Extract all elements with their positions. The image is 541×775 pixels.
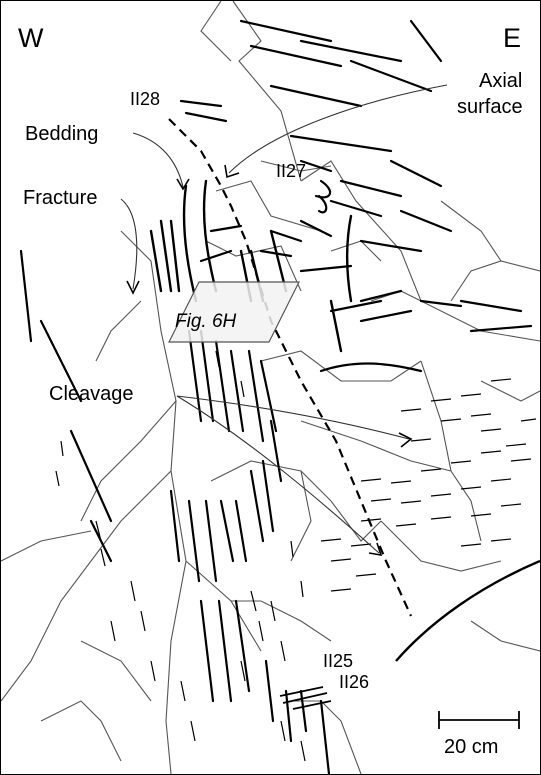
station-label-ii28: II28 — [130, 90, 160, 108]
axial-surface-arrowhead — [225, 165, 239, 177]
station-label-ii26: II26 — [339, 673, 369, 691]
scale-bar-label: 20 cm — [444, 737, 498, 757]
bedding-label: Bedding — [25, 124, 98, 144]
bedding-leader — [133, 133, 183, 187]
axial-surface-leader — [229, 85, 447, 173]
bedding-arrowhead — [177, 179, 189, 189]
cleavage-label: Cleavage — [49, 384, 134, 404]
cleavage-arrowhead-1 — [399, 433, 411, 447]
axial-surface-label-line2: surface — [457, 97, 523, 117]
cleavage-leader-2 — [177, 396, 379, 553]
fracture-label: Fracture — [23, 188, 97, 208]
station-label-ii25: II25 — [323, 652, 353, 670]
scale-bar-graphic — [439, 711, 519, 729]
fig-6h-inset: Fig. 6H — [169, 282, 299, 342]
fig-6h-label: Fig. 6H — [175, 311, 237, 332]
west-label: W — [18, 25, 43, 52]
station-label-ii27: II27 — [276, 162, 306, 180]
axial-surface-label-line1: Axial — [479, 71, 522, 91]
east-label: E — [503, 25, 521, 52]
